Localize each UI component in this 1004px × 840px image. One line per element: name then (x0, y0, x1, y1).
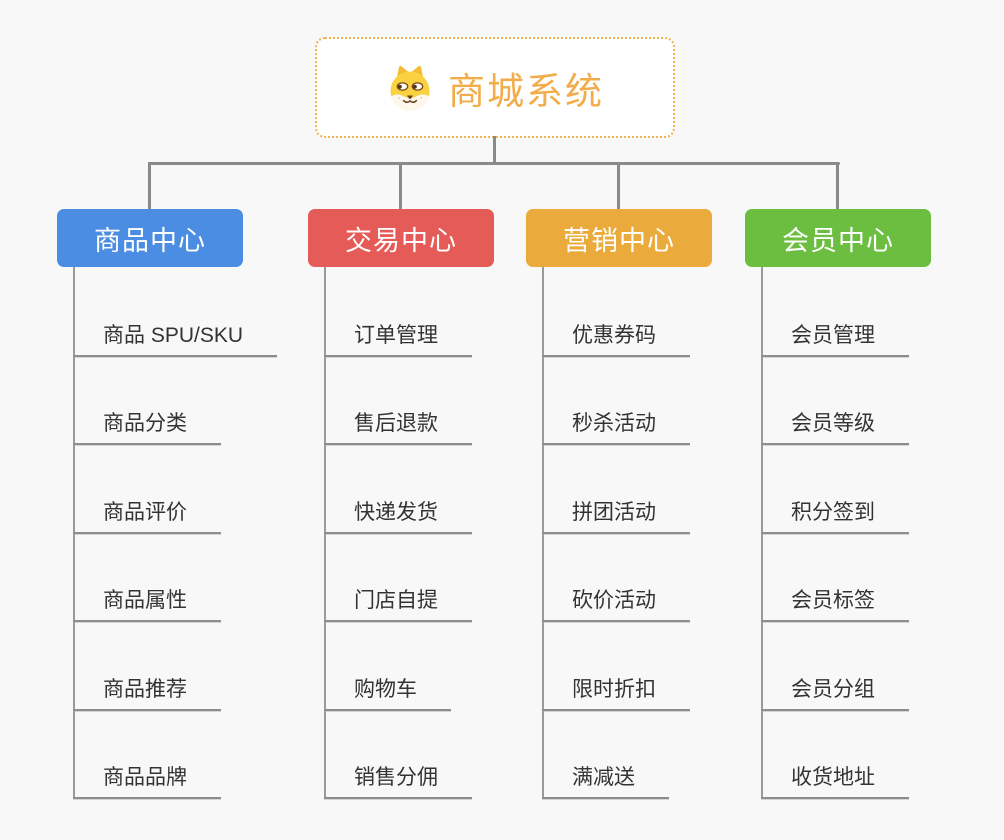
node-express-shipping[interactable]: 快递发货 (324, 500, 472, 534)
node-bargain[interactable]: 砍价活动 (542, 588, 690, 622)
node-member-tags[interactable]: 会员标签 (761, 588, 909, 622)
node-shipping-address[interactable]: 收货地址 (761, 765, 909, 799)
branch-header-member[interactable]: 会员中心 (745, 209, 931, 267)
node-aftersale-refund[interactable]: 售后退款 (324, 411, 472, 445)
node-limited-discount[interactable]: 限时折扣 (542, 677, 690, 711)
node-shopping-cart[interactable]: 购物车 (324, 677, 451, 711)
node-member-level[interactable]: 会员等级 (761, 411, 909, 445)
node-product-attribute[interactable]: 商品属性 (73, 588, 221, 622)
connector-drop-4 (836, 162, 839, 210)
branch-product-center: 商品中心 商品 SPU/SKU 商品分类 商品评价 商品属性 商品推荐 商品品牌 (57, 0, 307, 840)
dog-face-icon (390, 65, 430, 110)
node-product-spu-sku[interactable]: 商品 SPU/SKU (73, 323, 278, 357)
node-product-brand[interactable]: 商品品牌 (73, 765, 221, 799)
node-order-management[interactable]: 订单管理 (324, 323, 472, 357)
branch-trade-center: 交易中心 订单管理 售后退款 快递发货 门店自提 购物车 销售分佣 (308, 0, 558, 840)
node-points-checkin[interactable]: 积分签到 (761, 500, 909, 534)
branch-member-center: 会员中心 会员管理 会员等级 积分签到 会员标签 会员分组 收货地址 (745, 0, 995, 840)
branch-header-trade[interactable]: 交易中心 (308, 209, 494, 267)
node-flash-sale[interactable]: 秒杀活动 (542, 411, 690, 445)
branch-header-marketing[interactable]: 营销中心 (526, 209, 712, 267)
connector-root-vertical (493, 136, 496, 164)
node-member-management[interactable]: 会员管理 (761, 323, 909, 357)
node-member-groups[interactable]: 会员分组 (761, 677, 909, 711)
connector-drop-1 (148, 162, 151, 210)
node-sales-commission[interactable]: 销售分佣 (324, 765, 472, 799)
branch-marketing-center: 营销中心 优惠券码 秒杀活动 拼团活动 砍价活动 限时折扣 满减送 (526, 0, 776, 840)
branch-header-product[interactable]: 商品中心 (57, 209, 243, 267)
connector-drop-2 (399, 162, 402, 210)
root-title: 商城系统 (448, 70, 604, 112)
node-coupon-code[interactable]: 优惠券码 (542, 323, 690, 357)
node-product-review[interactable]: 商品评价 (73, 500, 221, 534)
connector-drop-3 (617, 162, 620, 210)
node-store-pickup[interactable]: 门店自提 (324, 588, 472, 622)
node-product-category[interactable]: 商品分类 (73, 411, 221, 445)
node-product-recommend[interactable]: 商品推荐 (73, 677, 221, 711)
root-node[interactable]: 商城系统 (315, 37, 675, 138)
connector-horizontal (148, 162, 840, 165)
node-full-reduction[interactable]: 满减送 (542, 765, 669, 799)
node-group-buy[interactable]: 拼团活动 (542, 500, 690, 534)
